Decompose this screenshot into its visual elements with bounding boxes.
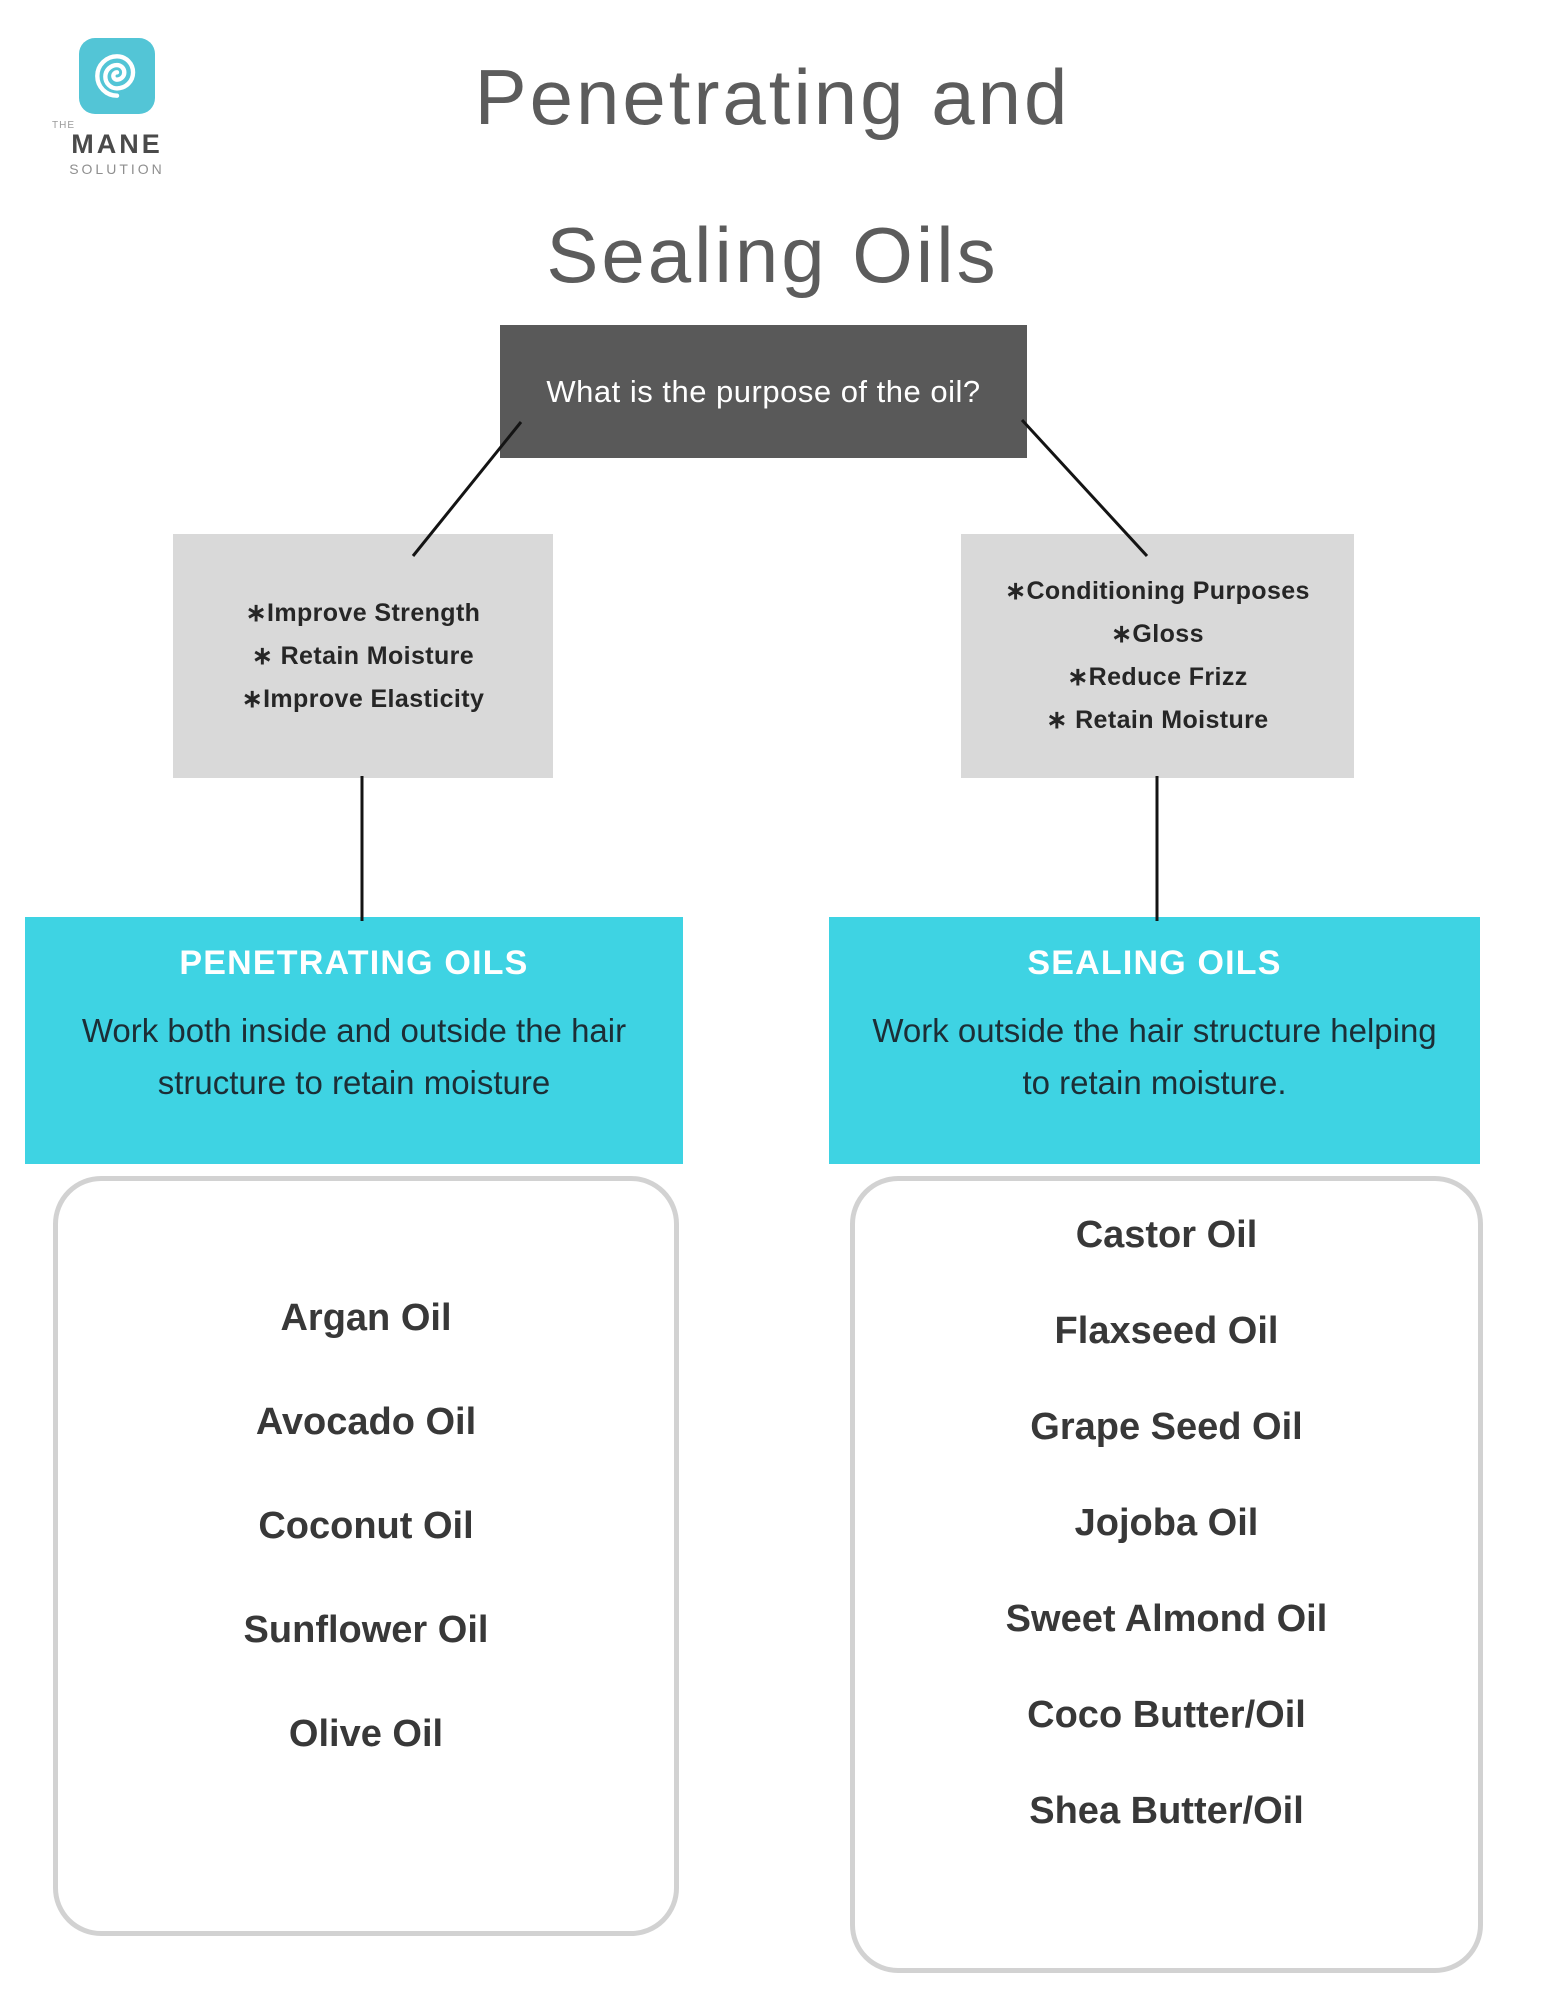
sealing-description: Work outside the hair structure helping … [872, 1012, 1437, 1101]
penetrating-description: Work both inside and outside the hair st… [81, 1012, 627, 1101]
page-title: Penetrating and Sealing Oils [0, 18, 1545, 334]
purpose-item: ∗Gloss [1111, 620, 1204, 648]
sealing-purposes-box: ∗Conditioning Purposes ∗Gloss ∗Reduce Friz… [961, 534, 1354, 778]
oil-name: Castor Oil [1075, 1214, 1258, 1256]
oil-name: Olive Oil [288, 1713, 444, 1755]
oil-name: Argan Oil [280, 1297, 452, 1339]
oil-name: Coconut Oil [258, 1505, 474, 1547]
oil-name: Jojoba Oil [1074, 1502, 1259, 1544]
purpose-item: ∗Reduce Frizz [1067, 663, 1248, 691]
oil-name: Shea Butter/Oil [1029, 1790, 1304, 1832]
oil-name: Coco Butter/Oil [1027, 1694, 1306, 1736]
oil-name: Avocado Oil [255, 1401, 477, 1443]
brand-subtitle: SOLUTION [69, 161, 165, 177]
oil-name: Grape Seed Oil [1030, 1406, 1303, 1448]
oil-name: Sunflower Oil [243, 1609, 489, 1651]
penetrating-header-box: PENETRATING OILS Work both inside and ou… [25, 917, 683, 1164]
purpose-item: ∗Improve Elasticity [241, 684, 485, 713]
purpose-item: ∗Improve Strength [245, 598, 481, 627]
sealing-header: SEALING OILS [1027, 944, 1282, 982]
penetrating-header: PENETRATING OILS [179, 944, 529, 982]
title-line-1: Penetrating and [474, 53, 1071, 141]
question-box: What is the purpose of the oil? [500, 325, 1027, 458]
sealing-header-box: SEALING OILS Work outside the hair struc… [829, 917, 1480, 1164]
title-line-2: Sealing Oils [546, 211, 999, 299]
oil-name: Flaxseed Oil [1054, 1310, 1279, 1352]
oil-name: Sweet Almond Oil [1005, 1598, 1328, 1640]
brand-logo: THE MANE SOLUTION [52, 38, 182, 177]
purpose-item: ∗ Retain Moisture [251, 641, 475, 670]
question-text: What is the purpose of the oil? [546, 373, 981, 409]
purpose-item: ∗ Retain Moisture [1046, 706, 1269, 734]
penetrating-purposes-box: ∗Improve Strength ∗ Retain Moisture ∗Impro… [173, 534, 553, 778]
brand-name: MANE [71, 129, 163, 159]
brand-the-label: THE [52, 120, 75, 131]
purpose-item: ∗Conditioning Purposes [1005, 577, 1310, 605]
brand-swirl-icon [79, 38, 155, 114]
